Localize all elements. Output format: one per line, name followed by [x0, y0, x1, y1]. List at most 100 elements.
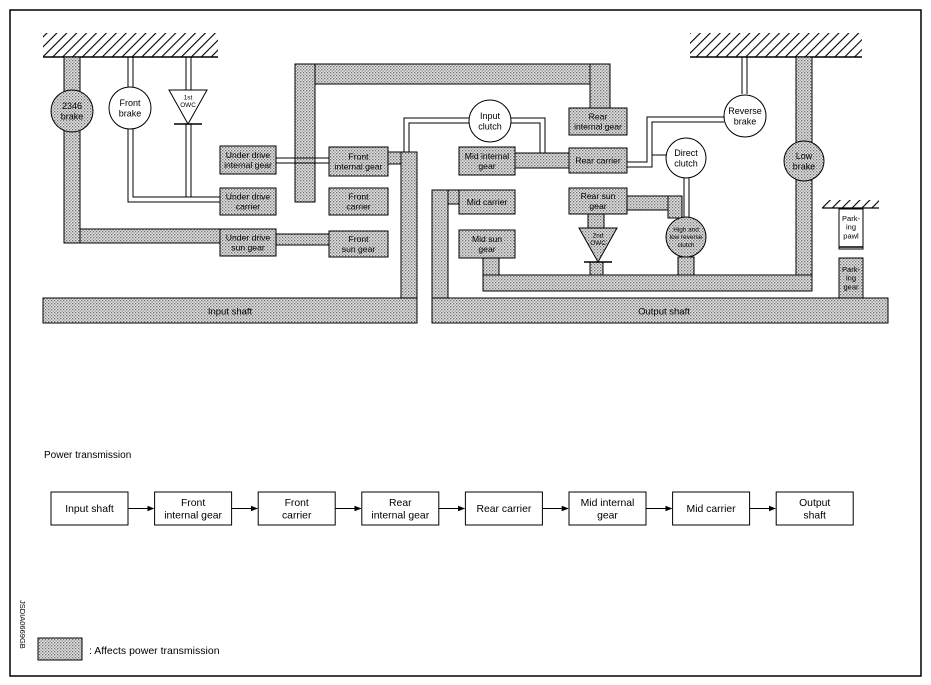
- parking-gear-label: gear: [843, 282, 859, 291]
- parking-case: [822, 200, 879, 209]
- high-and-low-reverse-clutch-label: low reverse: [670, 234, 703, 241]
- rear-carrier-to-reverse-brake: [627, 116, 724, 168]
- flow-step-label: internal gear: [164, 510, 222, 521]
- one-way-clutch-2nd-label: OWC: [590, 240, 606, 247]
- front-brake-link: [127, 57, 220, 203]
- rear-carrier: Rear carrier: [568, 147, 628, 174]
- front-internal-gear-label: Front: [348, 151, 369, 161]
- low-brake-link: [795, 179, 813, 292]
- flow-step-label: shaft: [803, 510, 826, 521]
- flow-step-label: Input shaft: [65, 504, 114, 515]
- parking-gear-label: Park-: [842, 265, 860, 274]
- front-carrier-to-rear-internal-left: [294, 63, 316, 203]
- legend-swatch: [37, 637, 83, 661]
- front-sun-gear-label: sun gear: [342, 244, 376, 254]
- flow-step: Mid carrier: [672, 491, 751, 526]
- low-brake-label: Low: [796, 151, 813, 161]
- front-brake-label: brake: [119, 108, 142, 118]
- under-drive-internal-gear-label: internal gear: [224, 160, 272, 170]
- brake-2346-to-ud-sun: [79, 228, 221, 244]
- mid-carrier-label: Mid carrier: [467, 197, 508, 207]
- reverse-brake-top-link: [741, 57, 748, 94]
- hlr-to-bar: [677, 256, 695, 276]
- front-carrier-to-rear-internal-top: [294, 63, 611, 85]
- brake-2346-link: [63, 127, 81, 244]
- link-lines: [127, 57, 748, 218]
- input-shaft-label: Input shaft: [208, 306, 253, 317]
- owc1-bottom-link: [185, 124, 192, 197]
- output-shaft-label: Output shaft: [638, 306, 690, 317]
- input-clutch-to-mid-internal: [511, 117, 546, 153]
- legend-label: : Affects power transmission: [89, 645, 220, 657]
- brake-2346-label: brake: [61, 111, 84, 121]
- low-brake-label: brake: [793, 161, 816, 171]
- input-shaft: Input shaft: [208, 306, 253, 317]
- input-shaft-bar: [42, 297, 418, 324]
- rear-internal-gear-label: internal gear: [574, 122, 622, 132]
- frame: [9, 9, 922, 677]
- input-clutch-label: Input: [480, 111, 501, 121]
- low-brake-top-link: [795, 56, 813, 145]
- direct-clutch-to-hlr: [683, 175, 690, 218]
- rear-sun-gear-label: gear: [589, 201, 606, 211]
- direct-clutch-label: Direct: [674, 148, 698, 158]
- under-drive-sun-gear-label: Under drive: [226, 232, 271, 242]
- mid-sun-gear-label: gear: [478, 244, 495, 254]
- high-and-low-reverse-clutch-label: High and: [673, 227, 699, 234]
- flow-step-label: internal gear: [371, 510, 429, 521]
- flow-step-label: Output: [799, 498, 830, 509]
- low-brake-bar: [482, 274, 813, 292]
- flow-step: Rear carrier: [464, 491, 543, 526]
- flow-step: Input shaft: [50, 491, 129, 526]
- rear-sun-to-hlr-drop: [667, 195, 683, 219]
- flow-step-label: carrier: [282, 510, 312, 521]
- front-carrier-label: Front: [348, 191, 369, 201]
- under-drive-sun-gear-label: sun gear: [231, 243, 265, 253]
- brake-2346-top-link: [63, 56, 81, 96]
- flow-step-label: Mid carrier: [687, 504, 737, 515]
- power-transmission-title: Power transmission: [44, 450, 131, 461]
- ud-sun-to-front-sun: [275, 233, 330, 246]
- reverse-brake-label: Reverse: [728, 106, 762, 116]
- under-drive-internal-gear-label: Under drive: [226, 150, 271, 160]
- output-shaft-riser: [431, 189, 449, 299]
- flow-step-label: Rear carrier: [476, 504, 531, 515]
- owc1-top-link: [185, 57, 192, 90]
- mid-sun-gear-label: Mid sun: [472, 234, 502, 244]
- mid-internal-gear-label: gear: [478, 161, 495, 171]
- one-way-clutch-1st-label: OWC: [180, 102, 196, 109]
- output-shaft: Output shaft: [638, 306, 690, 317]
- figure-code: JSDIA0669GB: [18, 600, 27, 649]
- input-shaft-to-input-clutch: [403, 117, 470, 152]
- reverse-brake-label: brake: [734, 116, 757, 126]
- front-carrier-label: carrier: [346, 202, 370, 212]
- flow-step-label: Rear: [389, 498, 412, 509]
- flow-step-label: Front: [181, 498, 205, 509]
- rear-sun-gear-label: Rear sun: [581, 191, 616, 201]
- mid-internal-gear-label: Mid internal: [465, 151, 510, 161]
